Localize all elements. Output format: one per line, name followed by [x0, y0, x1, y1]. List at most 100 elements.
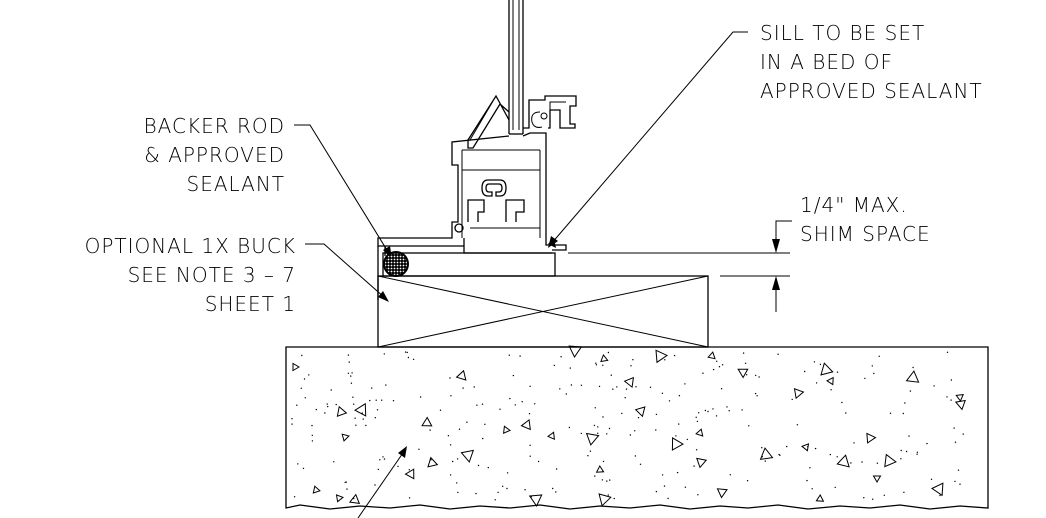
- backer-rod-note: BACKER ROD & APPROVED SEALANT: [144, 114, 285, 196]
- aggregate-triangle: [820, 362, 834, 376]
- aggregate-triangle: [931, 482, 944, 497]
- stipple-dot: [621, 412, 623, 415]
- stipple-dot: [408, 469, 410, 471]
- thermal-break-hook: [481, 179, 507, 197]
- stipple-dot: [458, 428, 461, 430]
- stipple-dot: [684, 486, 687, 488]
- shim-arrow-down: [772, 239, 780, 253]
- stipple-dot: [905, 450, 908, 453]
- backer-note-line-3: SEALANT: [187, 172, 285, 196]
- backer-rod-hatch: [385, 253, 407, 275]
- stipple-dot: [912, 366, 914, 369]
- stipple-dot: [926, 442, 928, 445]
- shim-note-line-2: SHIM SPACE: [800, 222, 931, 246]
- stipple-dot: [850, 462, 852, 464]
- stipple-dot: [720, 388, 723, 390]
- stipple-dot: [806, 479, 808, 482]
- stipple-dot: [377, 468, 379, 471]
- stipple-dot: [728, 410, 730, 412]
- stipple-dot: [602, 364, 604, 366]
- stipple-dot: [365, 424, 367, 427]
- stipple-dot: [333, 461, 335, 463]
- stipple-dot: [634, 430, 636, 432]
- aggregate-triangle: [872, 475, 882, 483]
- stipple-dot: [324, 412, 326, 414]
- stipple-dot: [537, 460, 540, 463]
- stipple-dot: [330, 389, 332, 391]
- aggregate-triangle: [568, 345, 583, 358]
- sill-sealant-note: SILL TO BE SET IN A BED OF APPROVED SEAL…: [760, 21, 982, 103]
- stipple-dot: [664, 359, 666, 361]
- stipple-dot: [607, 351, 610, 354]
- stipple-dot: [595, 362, 597, 364]
- stipple-dot: [904, 402, 906, 404]
- aggregate-triangle: [707, 351, 716, 360]
- stipple-dot: [954, 480, 956, 483]
- stipple-dot: [902, 412, 904, 415]
- stipple-dot: [302, 467, 305, 470]
- stipple-dot: [861, 461, 863, 463]
- stipple-dot: [311, 424, 313, 427]
- aggregate-triangle: [348, 493, 361, 505]
- frame-body: [377, 132, 567, 300]
- stipple-dot: [625, 388, 628, 390]
- stipple-dot: [560, 356, 562, 358]
- stipple-dot: [452, 460, 454, 463]
- stipple-dot: [449, 377, 451, 379]
- stipple-dot: [369, 399, 371, 402]
- stipple-dot: [552, 487, 554, 490]
- aggregate-triangle: [421, 416, 433, 427]
- aggregate-triangle: [793, 388, 805, 400]
- stipple-dot: [352, 396, 354, 398]
- stipple-dot: [632, 359, 634, 361]
- stipple-dot: [639, 463, 642, 465]
- stipple-dot: [811, 488, 813, 490]
- stipple-dot: [601, 479, 604, 481]
- stipple-dot: [819, 363, 822, 366]
- stipple-dot: [481, 403, 484, 405]
- stipple-dot: [418, 448, 420, 450]
- buck-leader-line: [305, 243, 386, 299]
- stipple-dot: [693, 465, 695, 467]
- stipple-dot: [348, 361, 350, 363]
- stipple-dot: [836, 371, 839, 373]
- stipple-dot: [814, 447, 817, 450]
- aggregate-triangle: [655, 349, 669, 364]
- stipple-dot: [830, 389, 832, 391]
- stipple-dot: [300, 387, 302, 389]
- stipple-dot: [624, 397, 626, 399]
- stipple-dot: [296, 404, 298, 406]
- stipple-dot: [697, 494, 699, 496]
- stipple-dot: [466, 421, 468, 423]
- stipple-dot: [695, 449, 698, 451]
- stipple-dot: [291, 418, 293, 420]
- stipple-dot: [447, 435, 450, 437]
- glass-pane: [508, 0, 524, 135]
- stipple-dot: [796, 424, 799, 426]
- stipple-dot: [392, 400, 395, 402]
- leader-lines: [294, 31, 748, 518]
- buck-note-line-3: SHEET 1: [205, 292, 296, 316]
- stipple-dot: [449, 444, 452, 446]
- stipple-dot: [655, 490, 658, 493]
- stipple-dot: [609, 479, 611, 481]
- aggregate-triangle: [520, 418, 531, 431]
- stipple-dot: [661, 474, 664, 476]
- stipple-dot: [761, 447, 763, 449]
- stipple-dot: [754, 392, 757, 395]
- shim-note-line-1: 1/4" MAX.: [800, 193, 908, 217]
- stipple-dot: [595, 364, 598, 366]
- stipple-dot: [791, 398, 793, 401]
- stipple-dot: [954, 441, 957, 443]
- stipple-dot: [476, 404, 478, 406]
- stipple-dot: [726, 406, 728, 408]
- stipple-dot: [756, 395, 758, 397]
- stipple-dot: [962, 433, 964, 435]
- shim-space-note: 1/4" MAX. SHIM SPACE: [800, 193, 931, 246]
- stipple-dot: [580, 384, 583, 386]
- aggregate-triangle: [737, 368, 749, 379]
- aggregate-triangle: [595, 465, 605, 473]
- stipple-dot: [381, 399, 383, 401]
- buck-leader-arrowhead: [378, 291, 389, 302]
- stipple-dot: [612, 388, 614, 390]
